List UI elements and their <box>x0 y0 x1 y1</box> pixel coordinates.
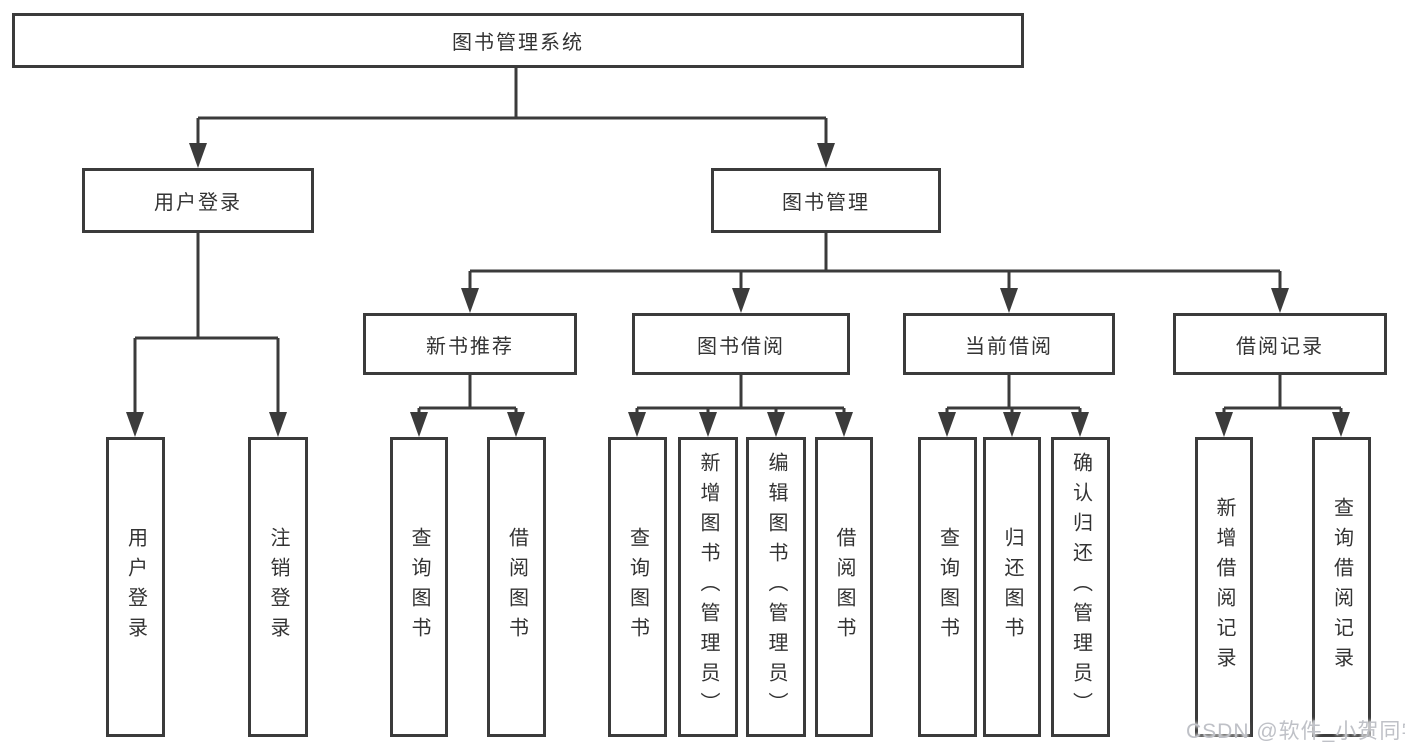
node-leaf-logout: 注销登录 <box>248 437 308 737</box>
node-book-borrowing: 图书借阅 <box>632 313 850 375</box>
edges-book-management-to-level3 <box>461 231 1289 313</box>
node-borrowing-records: 借阅记录 <box>1173 313 1387 375</box>
node-new-book-recommend: 新书推荐 <box>363 313 577 375</box>
node-book-management: 图书管理 <box>711 168 941 233</box>
node-leaf-current-confirm-return-admin: 确认归还（管理员） <box>1051 437 1110 737</box>
edges-borrowing-records-to-leaves <box>1215 373 1350 437</box>
node-current-borrowing: 当前借阅 <box>903 313 1115 375</box>
csdn-watermark: CSDN @软件_小贺同学 <box>1186 720 1405 743</box>
node-leaf-recommend-query-books: 查询图书 <box>390 437 448 737</box>
node-leaf-records-add-record: 新增借阅记录 <box>1195 437 1253 737</box>
node-leaf-borrowing-add-books-admin: 新增图书（管理员） <box>678 437 738 737</box>
node-leaf-borrowing-edit-books-admin: 编辑图书（管理员） <box>746 437 806 737</box>
edges-root-to-level2 <box>189 66 835 168</box>
node-leaf-user-login: 用户登录 <box>106 437 165 737</box>
node-leaf-current-return-books: 归还图书 <box>983 437 1041 737</box>
edges-book-borrowing-to-leaves <box>628 373 853 437</box>
edges-user-login-to-leaves <box>126 231 287 437</box>
node-leaf-current-query-books: 查询图书 <box>918 437 977 737</box>
edges-new-book-recommend-to-leaves <box>410 373 525 437</box>
node-leaf-borrowing-query-books: 查询图书 <box>608 437 667 737</box>
node-leaf-records-query-record: 查询借阅记录 <box>1312 437 1371 737</box>
node-user-login: 用户登录 <box>82 168 314 233</box>
node-library-management-system: 图书管理系统 <box>12 13 1024 68</box>
node-leaf-recommend-borrow-books: 借阅图书 <box>487 437 546 737</box>
edges-current-borrowing-to-leaves <box>938 373 1089 437</box>
node-leaf-borrowing-borrow-books: 借阅图书 <box>815 437 873 737</box>
